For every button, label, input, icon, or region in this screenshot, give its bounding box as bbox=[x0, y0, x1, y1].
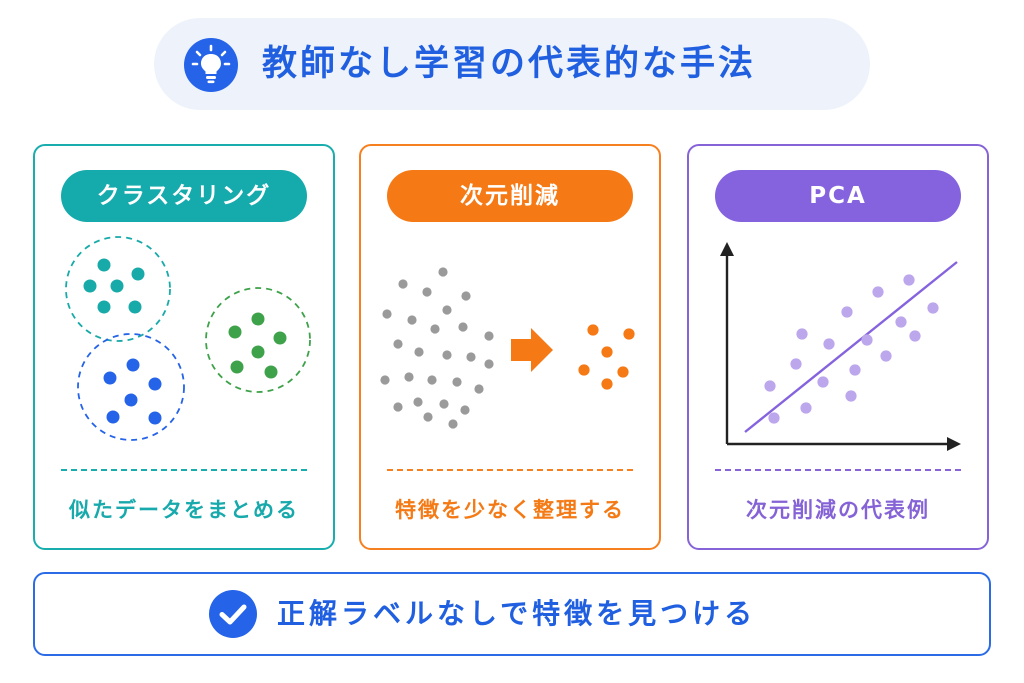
principal-component-line bbox=[744, 261, 958, 433]
divider bbox=[61, 469, 307, 471]
dimensionality-reduction-label: 次元削減 bbox=[387, 170, 633, 222]
title-banner bbox=[154, 18, 870, 110]
pca-illustration bbox=[720, 242, 961, 451]
divider bbox=[715, 469, 961, 471]
original-data-dots bbox=[380, 267, 494, 429]
pca-caption: 次元削減の代表例 bbox=[746, 498, 930, 522]
y-axis-arrow-icon bbox=[720, 242, 734, 256]
arrow-right-icon bbox=[511, 328, 553, 372]
summary-bar: 正解ラベルなしで特徴を見つける bbox=[33, 572, 991, 656]
dimensionality-reduction-caption: 特徴を少なく整理する bbox=[395, 498, 625, 522]
cluster-green-dots bbox=[228, 312, 287, 379]
axes bbox=[725, 254, 951, 446]
divider bbox=[387, 469, 633, 471]
cluster-blue-dots bbox=[103, 358, 162, 425]
page-title: 教師なし学習の代表的な手法 bbox=[262, 44, 757, 84]
card-dimensionality-reduction: 次元削減 特徴を少なく整理する bbox=[359, 144, 661, 550]
pca-label: PCA bbox=[715, 170, 961, 222]
clustering-label: クラスタリング bbox=[61, 170, 307, 222]
cluster-teal-dots bbox=[83, 258, 145, 314]
card-clustering: クラスタリング 似たデータをまとめる bbox=[33, 144, 335, 550]
reduced-data-dots bbox=[578, 324, 635, 390]
dimensionality-reduction-illustration bbox=[380, 267, 635, 429]
clustering-caption: 似たデータをまとめる bbox=[69, 498, 299, 522]
summary-text: 正解ラベルなしで特徴を見つける bbox=[277, 597, 757, 630]
clustering-illustration bbox=[65, 236, 311, 441]
card-pca: PCA 次元削減の代表例 bbox=[687, 144, 989, 550]
lightbulb-icon bbox=[184, 38, 238, 92]
x-axis-arrow-icon bbox=[947, 437, 961, 451]
checkmark-circle-icon bbox=[209, 590, 257, 638]
scatter-points bbox=[764, 274, 939, 424]
